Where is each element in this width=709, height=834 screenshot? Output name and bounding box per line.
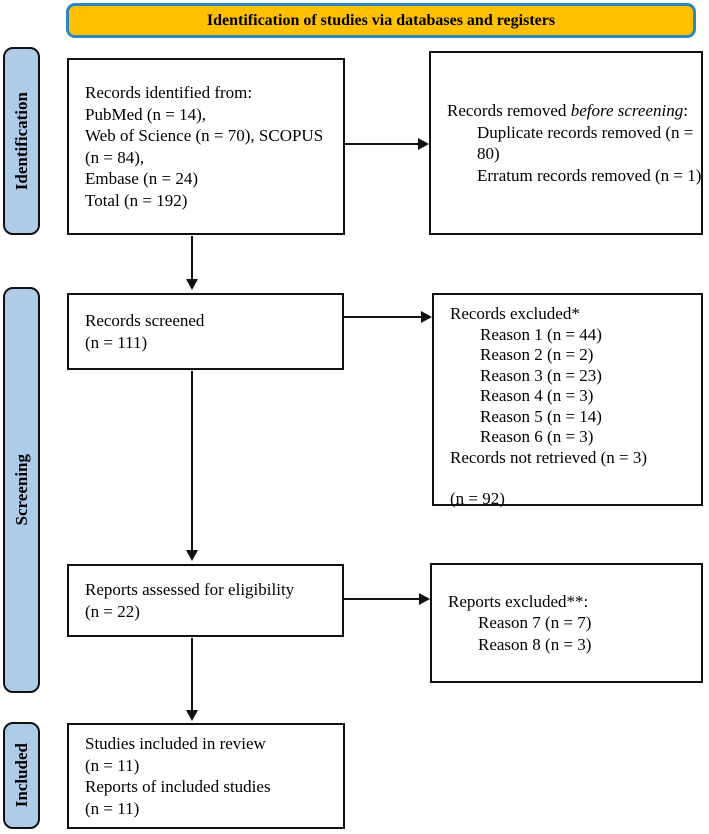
text-line: Total (n = 192) xyxy=(85,190,188,210)
arrow-head-down-icon xyxy=(186,550,198,561)
arrow-head-down-icon xyxy=(186,279,198,290)
arrow-head-right-icon xyxy=(418,138,429,150)
text-line: Reason 8 (n = 3) xyxy=(478,634,592,654)
arrow-head-right-icon xyxy=(421,311,432,323)
text-line: Reason 2 (n = 2) xyxy=(480,345,594,364)
text-line: Records removed before screening: xyxy=(447,100,693,122)
text-line: (n = 11) xyxy=(85,755,140,775)
text-line: Reason 5 (n = 14) xyxy=(480,406,602,426)
stage-label-included: Included xyxy=(3,722,40,829)
arrow-screened-to-excluded xyxy=(344,310,432,324)
text-segment-italic: before screening xyxy=(570,101,684,120)
stage-label-included-text: Included xyxy=(11,743,31,808)
text-line: Records excluded* xyxy=(450,304,580,323)
text-line: Reason 3 (n = 23) xyxy=(480,365,602,385)
text-line: (n = 22) xyxy=(85,601,140,621)
text-line: Erratum records removed (n = 1) xyxy=(477,165,702,185)
text-line: Reports excluded**: xyxy=(448,591,589,611)
box-records-screened: Records screened (n = 111) xyxy=(67,293,344,370)
box-records-removed: Records removed before screening: Duplic… xyxy=(429,51,703,235)
text-line: PubMed (n = 14), xyxy=(85,104,207,124)
stage-label-screening: Screening xyxy=(3,287,40,693)
arrow-shaft xyxy=(344,316,421,318)
text-line: Studies included in review xyxy=(85,734,266,753)
text-line: Web of Science (n = 70), SCOPUS xyxy=(85,126,324,145)
text-line: Reason 7 (n = 7) xyxy=(478,613,592,633)
arrow-shaft xyxy=(344,143,418,145)
arrow-shaft xyxy=(344,598,419,600)
text-line: (n = 84), xyxy=(85,147,145,167)
header-title: Identification of studies via databases … xyxy=(206,11,556,29)
box-reports-excluded: Reports excluded**: Reason 7 (n = 7) Rea… xyxy=(430,563,703,683)
text-segment: : xyxy=(683,101,688,120)
text-line: 80) xyxy=(477,144,500,163)
arrow-head-down-icon xyxy=(186,710,198,721)
text-line: Embase (n = 24) xyxy=(85,169,198,188)
text-line: (n = 92) xyxy=(450,488,505,508)
text-line: Reason 6 (n = 3) xyxy=(480,427,594,446)
text-line: Duplicate records removed (n = xyxy=(477,122,694,142)
arrow-identified-to-removed xyxy=(344,137,429,151)
arrow-screened-to-assessed xyxy=(185,371,199,561)
box-studies-included: Studies included in review (n = 11) Repo… xyxy=(67,723,345,829)
text-line: Records identified from: xyxy=(85,83,253,102)
box-reports-assessed: Reports assessed for eligibility (n = 22… xyxy=(67,564,344,637)
arrow-assessed-to-reports-excluded xyxy=(344,592,430,606)
text-segment: Records removed xyxy=(447,101,571,120)
header-banner: Identification of studies via databases … xyxy=(66,3,696,38)
stage-label-screening-text: Screening xyxy=(11,454,31,526)
arrow-identified-to-screened xyxy=(185,236,199,290)
text-line: Reason 4 (n = 3) xyxy=(480,386,594,405)
box-records-excluded: Records excluded* Reason 1 (n = 44) Reas… xyxy=(432,293,703,508)
box-records-identified: Records identified from: PubMed (n = 14)… xyxy=(67,58,345,235)
text-line: Records not retrieved (n = 3) xyxy=(450,447,647,467)
arrow-shaft xyxy=(191,236,193,279)
arrow-head-right-icon xyxy=(419,593,430,605)
text-line: Reports assessed for eligibility xyxy=(85,580,295,599)
text-line: Reports of included studies xyxy=(85,777,271,796)
stage-label-identification: Identification xyxy=(3,47,40,235)
arrow-assessed-to-included xyxy=(185,638,199,721)
arrow-shaft xyxy=(191,638,193,710)
text-line xyxy=(450,468,693,489)
text-line: Records screened xyxy=(85,311,205,330)
text-line: Reason 1 (n = 44) xyxy=(480,324,602,344)
text-line: (n = 11) xyxy=(85,798,140,818)
arrow-shaft xyxy=(191,371,193,550)
text-line: (n = 111) xyxy=(85,332,148,352)
stage-label-identification-text: Identification xyxy=(11,91,31,191)
